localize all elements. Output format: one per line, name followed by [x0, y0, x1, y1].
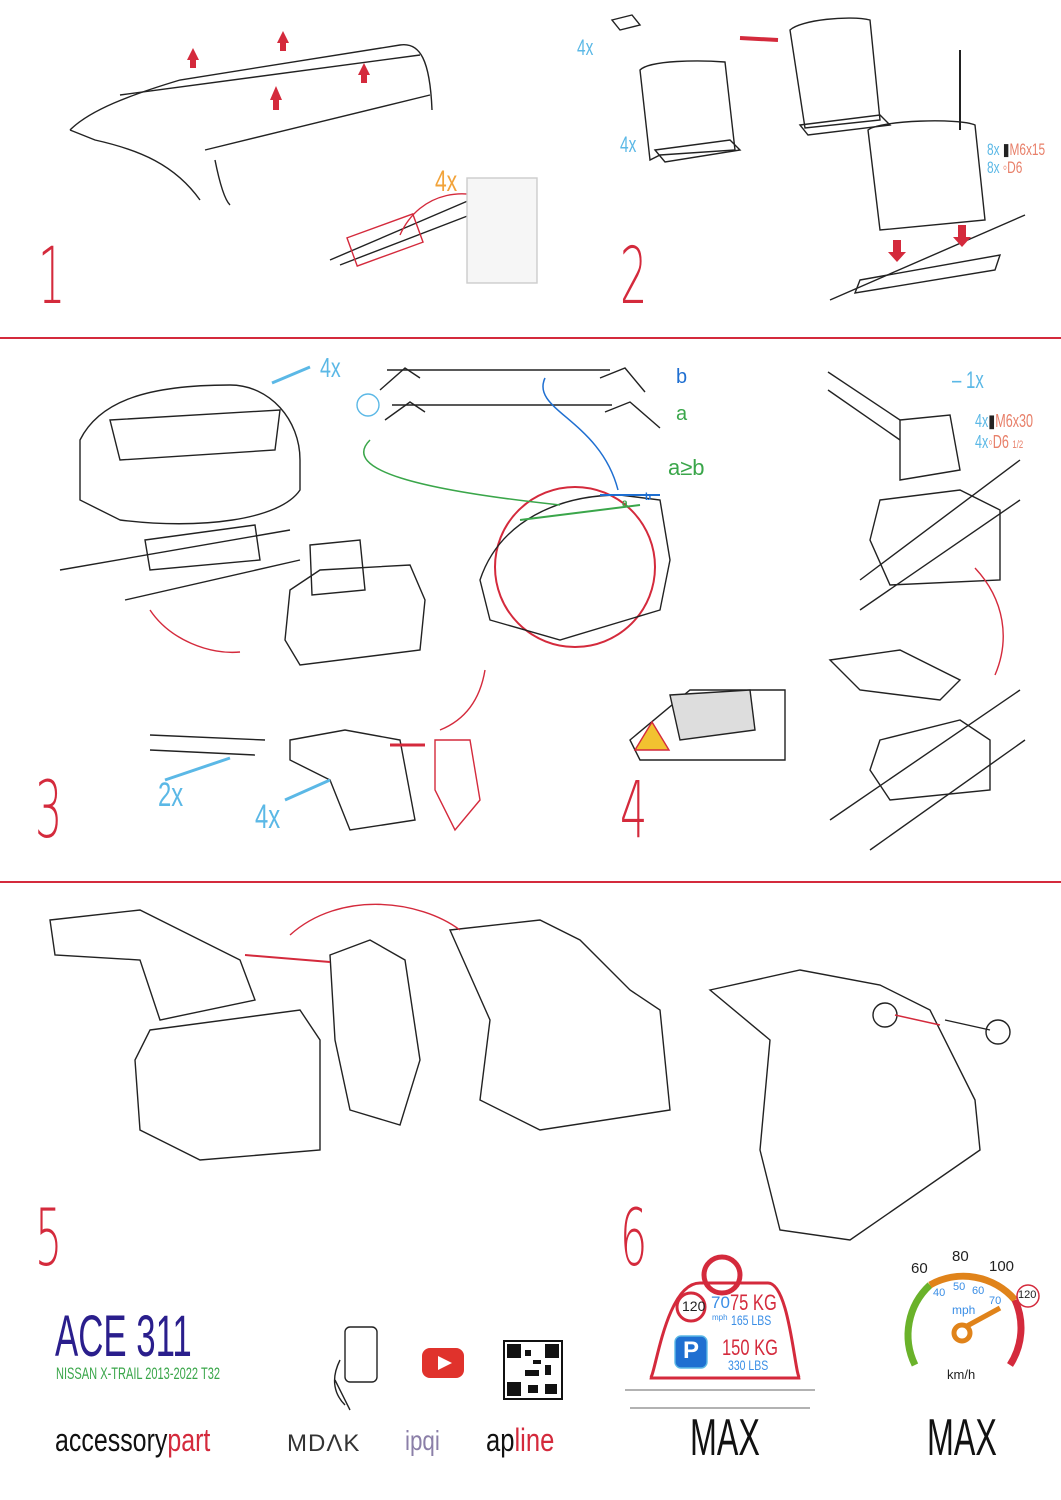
roof-a-label: a — [622, 498, 628, 509]
speedo-tick-60: 60 — [911, 1260, 928, 1277]
brand-apline: apline — [486, 1422, 554, 1459]
mph-value: 70 — [711, 1293, 730, 1312]
vehicle-fitment: NISSAN X-TRAIL 2013-2022 T32 — [56, 1364, 220, 1383]
step-number-5: 5 — [35, 1194, 63, 1284]
speedo-tick-100: 100 — [989, 1258, 1015, 1275]
speedo-mph-60: 60 — [972, 1285, 985, 1297]
bolt-icon: ▮ — [988, 411, 996, 431]
mph-unit: mph — [712, 1313, 728, 1322]
bolt-spec-step4: 4x▮M6x30 — [975, 411, 1033, 432]
parked-load-kg: 150 KG — [722, 1335, 778, 1360]
washer-qty: 4x — [975, 432, 989, 452]
bar-b-label: b — [676, 366, 688, 388]
endcap-quantity: 2x — [158, 776, 184, 814]
parked-load-lbs: 330 LBS — [728, 1357, 769, 1373]
qr-code — [503, 1340, 563, 1400]
key-quantity: – 1x — [952, 367, 984, 394]
spacing-rule-text: a≥b — [668, 455, 705, 480]
brand-accessorypart: accessorypart — [55, 1422, 210, 1459]
suv-drawing — [479, 494, 671, 641]
bolt-size: M6x30 — [995, 411, 1034, 431]
step-number-3: 3 — [35, 766, 63, 856]
bracket-quantity: 4x — [620, 132, 637, 157]
step4-drawings — [629, 371, 1026, 851]
speedo-limit: 120 — [1018, 1289, 1037, 1301]
lift-arrows — [187, 31, 370, 110]
speedo-mph-70: 70 — [989, 1295, 1002, 1307]
brand-accessory: accessory — [55, 1422, 168, 1458]
step-number-4: 4 — [620, 766, 648, 856]
bolt-qty: 8x — [987, 140, 1000, 159]
foot-drawings — [59, 367, 661, 832]
washer-size: D6 — [1007, 158, 1023, 177]
load-weight-sign — [625, 1254, 815, 1409]
brand-part: part — [167, 1422, 211, 1458]
step-number-1: 1 — [38, 232, 66, 322]
bar-a-label: a — [676, 403, 688, 425]
key-qty: 1x — [966, 367, 984, 394]
car-detail-circle — [494, 486, 656, 648]
cover-quantity: 4x — [255, 798, 281, 836]
bolt-size: M6x15 — [1009, 140, 1046, 159]
washer-spec-step4: 4x◦D6 1/2 — [975, 432, 1023, 453]
parts-bag — [466, 177, 538, 284]
brand-ipqi: ipqi — [405, 1425, 440, 1456]
car-roof-drawing — [69, 44, 471, 267]
speedometer — [904, 1272, 1040, 1367]
step-number-2: 2 — [620, 232, 648, 322]
parking-icon: P — [683, 1337, 700, 1364]
bolt-spec-step2: 8x ▮M6x15 — [987, 140, 1045, 160]
driving-load-kg: 75 KG — [730, 1290, 777, 1315]
brand-ap: ap — [486, 1422, 515, 1458]
speedo-unit: km/h — [947, 1367, 976, 1382]
speed-sign-text: 120 — [682, 1298, 706, 1314]
product-model: ACE 311 — [55, 1304, 192, 1369]
washer-size: D6 — [992, 432, 1009, 452]
driving-load-lbs: 165 LBS — [731, 1312, 772, 1328]
bolt-qty: 4x — [975, 411, 989, 431]
clip-quantity: 4x — [577, 35, 594, 60]
bag-quantity: 4x — [435, 165, 458, 198]
washer-icon: ◦ — [1002, 158, 1008, 177]
foot-quantity: 4x — [320, 352, 341, 383]
spacing-rule: a≥b — [668, 455, 705, 481]
brand-line: line — [514, 1422, 555, 1458]
max-speed-label: MAX — [927, 1409, 997, 1467]
speedo-mph-40: 40 — [933, 1287, 946, 1299]
max-load-label: MAX — [690, 1409, 760, 1467]
bracket-drawings — [610, 14, 1026, 301]
divider — [0, 881, 1061, 883]
scan-phone-icon — [333, 1326, 378, 1411]
step5-6-drawings — [49, 903, 1011, 1241]
washer-note: 1/2 — [1012, 439, 1024, 451]
brand-mdak: MDΛK — [287, 1430, 361, 1457]
step-number-6: 6 — [620, 1194, 648, 1284]
washer-icon: ◦ — [988, 432, 993, 452]
divider — [0, 337, 1061, 339]
speedo-tick-80: 80 — [952, 1248, 969, 1265]
speedo-mph-50: 50 — [953, 1281, 966, 1293]
washer-qty: 8x — [987, 158, 1000, 177]
speedo-mph-unit: mph — [952, 1303, 976, 1317]
roof-b-label: b — [645, 492, 652, 503]
washer-spec-step2: 8x ◦D6 — [987, 158, 1022, 178]
bolt-icon: ▮ — [1002, 140, 1010, 159]
